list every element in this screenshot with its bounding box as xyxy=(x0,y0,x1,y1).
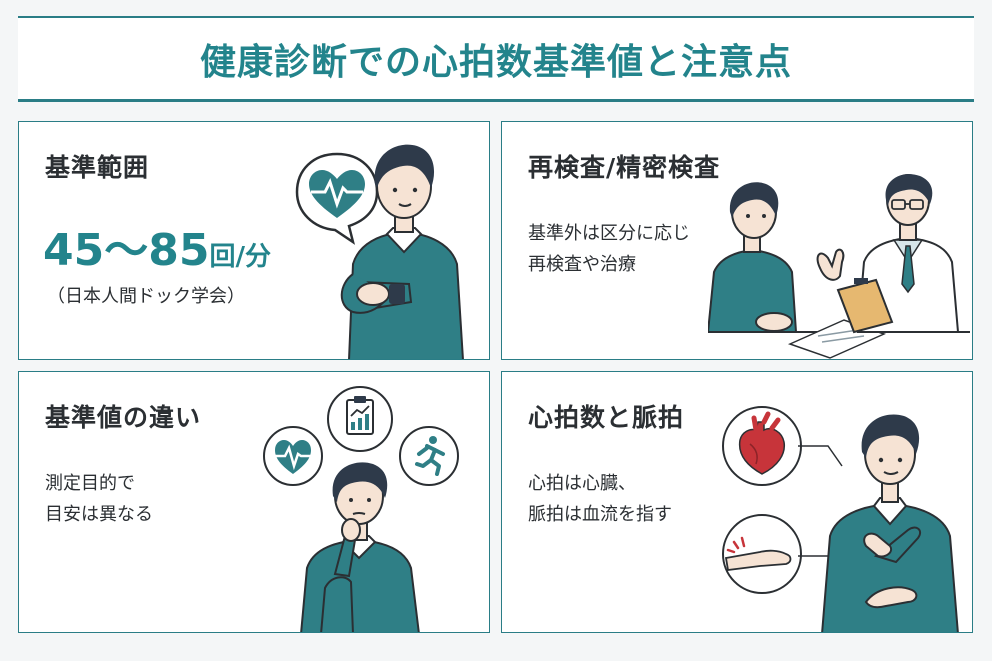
card-pulse-body: 心拍は心臓、 脈拍は血流を指す xyxy=(528,468,672,530)
card-diff: 基準値の違い 測定目的で 目安は異なる xyxy=(18,371,490,633)
card-diff-title: 基準値の違い xyxy=(45,403,202,432)
wrist-pulse-icon xyxy=(722,514,802,594)
card-pulse-line-2: 脈拍は血流を指す xyxy=(528,504,672,525)
clipboard-chart-icon xyxy=(327,386,393,452)
card-diff-line-2: 目安は異なる xyxy=(45,504,153,525)
thinking-man-illustration xyxy=(300,462,420,632)
card-pulse: 心拍数と脈拍 心拍は心臓、 脈拍は血流を指す xyxy=(501,371,973,633)
card-range-title: 基準範囲 xyxy=(45,153,150,182)
card-recheck: 再検査/精密検査 基準外は区分に応じ 再検査や治療 xyxy=(501,121,973,360)
title-band: 健康診断での心拍数基準値と注意点 xyxy=(18,16,974,102)
card-recheck-line-1: 基準外は区分に応じ xyxy=(528,223,690,244)
range-unit: 回/分 xyxy=(209,242,271,272)
card-pulse-line-1: 心拍は心臓、 xyxy=(528,473,636,494)
range-value: 45～85 xyxy=(43,225,210,276)
card-recheck-body: 基準外は区分に応じ 再検査や治療 xyxy=(528,218,690,280)
card-pulse-title: 心拍数と脈拍 xyxy=(528,403,685,432)
anatomical-heart-icon xyxy=(722,406,802,486)
card-range: 基準範囲 45～85回/分 （日本人間ドック学会） xyxy=(18,121,490,360)
range-source: （日本人間ドック学会） xyxy=(47,286,245,307)
doctor-consultation-illustration xyxy=(708,174,970,359)
page-title: 健康診断での心拍数基準値と注意点 xyxy=(199,41,792,83)
card-diff-body: 測定目的で 目安は異なる xyxy=(45,468,153,530)
card-recheck-title: 再検査/精密検査 xyxy=(528,153,721,182)
heart-pulse-icon xyxy=(263,426,323,486)
card-diff-line-1: 測定目的で xyxy=(45,473,135,494)
running-person-icon xyxy=(399,426,459,486)
heart-rate-range: 45～85回/分 xyxy=(43,214,271,278)
man-hand-on-chest-illustration xyxy=(821,414,959,632)
heart-pulse-icon xyxy=(295,152,379,245)
man-checking-watch-illustration xyxy=(340,144,464,359)
card-recheck-line-2: 再検査や治療 xyxy=(528,254,636,275)
